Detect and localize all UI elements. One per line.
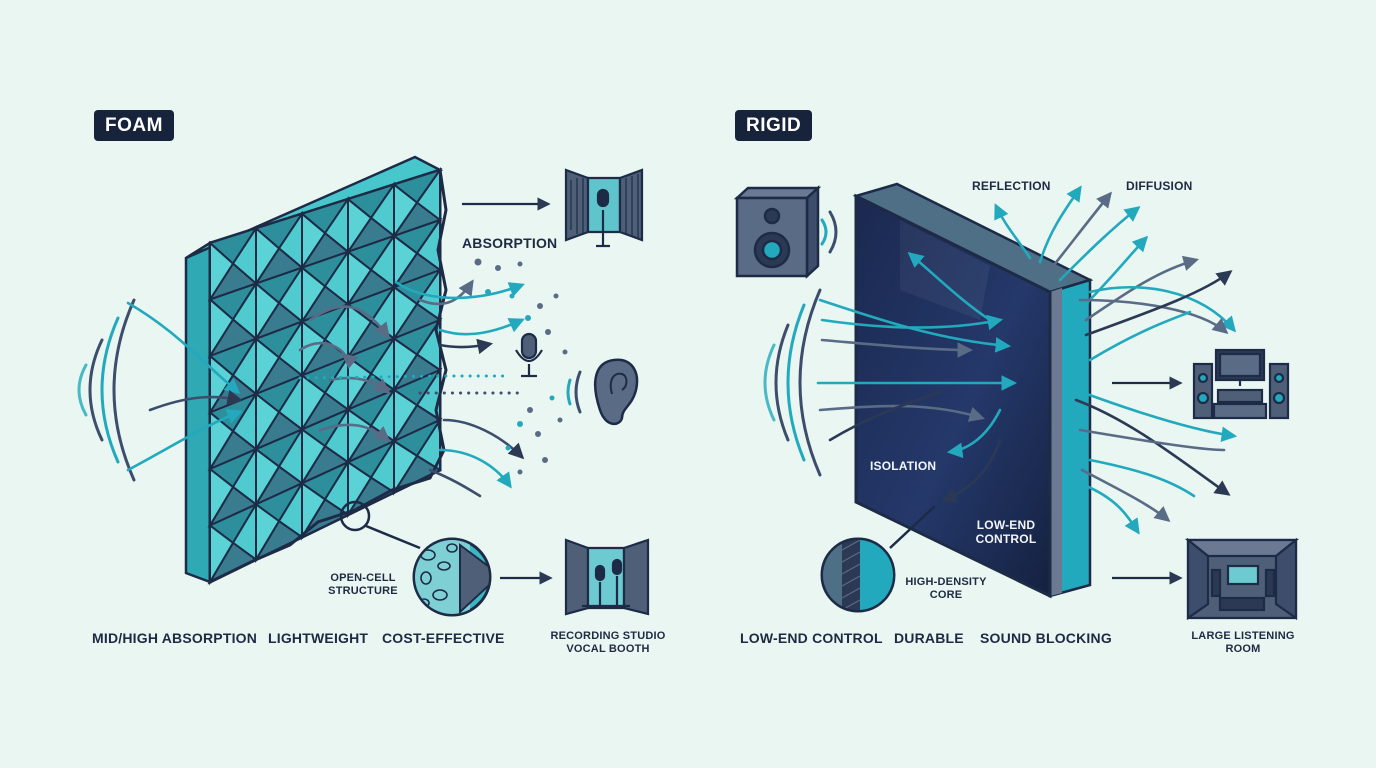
foam-pyramid-facet [301, 265, 327, 325]
foam-pyramid-facet [301, 427, 327, 487]
absorption-label: ABSORPTION [462, 235, 558, 251]
foam-pyramid-facet [301, 373, 327, 433]
foam-pyramid-facet [255, 502, 281, 564]
foam-pyramid-facet [393, 285, 419, 342]
reflection-label: REFLECTION [972, 179, 1051, 193]
recording-studio-icon [564, 538, 650, 616]
foam-pyramid-facet [393, 439, 419, 496]
foam-pyramid-facet [347, 249, 373, 308]
foam-pyramid-facet [393, 233, 419, 291]
isolation-label: ISOLATION [870, 459, 937, 473]
foam-pyramid-facet [393, 336, 419, 394]
foam-feature-absorption: MID/HIGH ABSORPTION [92, 630, 258, 646]
core-label: HIGH-DENSITY CORE [905, 576, 987, 601]
low-end-panel-label: LOW-END CONTROL [975, 518, 1037, 546]
vocal-booth-icon [564, 168, 644, 248]
sound-wave-icon [763, 288, 822, 477]
foam-feature-lightweight: LIGHTWEIGHT [268, 630, 369, 646]
foam-pyramid-facet [255, 336, 281, 398]
foam-panel [184, 155, 448, 586]
rigid-feature-durable: DURABLE [894, 630, 964, 646]
magnifier-icon [820, 505, 936, 613]
foam-pyramid-facet [393, 387, 419, 445]
rigid-feature-blocking: SOUND BLOCKING [980, 630, 1112, 646]
foam-pyramid-facet [393, 182, 419, 240]
rigid-sound-paths [816, 185, 1238, 535]
microphone-icon [515, 332, 543, 378]
foam-pyramid-facet [209, 240, 235, 303]
home-theater-icon [1192, 348, 1290, 420]
foam-sound-paths [126, 279, 525, 498]
foam-pyramid-facet [209, 297, 235, 360]
foam-pyramid-facet [255, 281, 281, 343]
rigid-badge: RIGID [735, 110, 813, 141]
speaker-icon [733, 185, 838, 279]
magnifier-icon [339, 500, 492, 617]
foam-pyramid-facet [301, 211, 327, 272]
foam-pyramid-facet [255, 391, 281, 453]
open-cell-label: OPEN-CELL STRUCTURE [328, 572, 398, 597]
foam-pyramid-facet [347, 197, 373, 256]
foam-pyramid-facet [209, 410, 235, 473]
foam-feature-cost: COST-EFFECTIVE [382, 630, 505, 646]
foam-badge: FOAM [94, 110, 174, 141]
foam-pyramid-facet [209, 523, 235, 586]
ear-icon [566, 358, 639, 425]
foam-pyramid-facet [255, 226, 281, 287]
foam-pyramid-facet [347, 355, 373, 414]
foam-pyramid-facet [255, 447, 281, 508]
foam-use-case: RECORDING STUDIO VOCAL BOOTH [550, 630, 666, 655]
diffusion-label: DIFFUSION [1126, 179, 1193, 193]
foam-pyramid-facet [209, 466, 235, 530]
rigid-feature-lowend: LOW-END CONTROL [740, 630, 883, 646]
sound-wave-icon [77, 298, 136, 482]
foam-pyramid-facet [301, 481, 327, 541]
foam-pyramid-facet [347, 302, 373, 361]
listening-room-icon [1184, 537, 1300, 621]
rigid-use-case: LARGE LISTENING ROOM [1191, 630, 1295, 655]
rigid-panel [852, 182, 1094, 599]
foam-pyramid-facet [347, 407, 373, 466]
